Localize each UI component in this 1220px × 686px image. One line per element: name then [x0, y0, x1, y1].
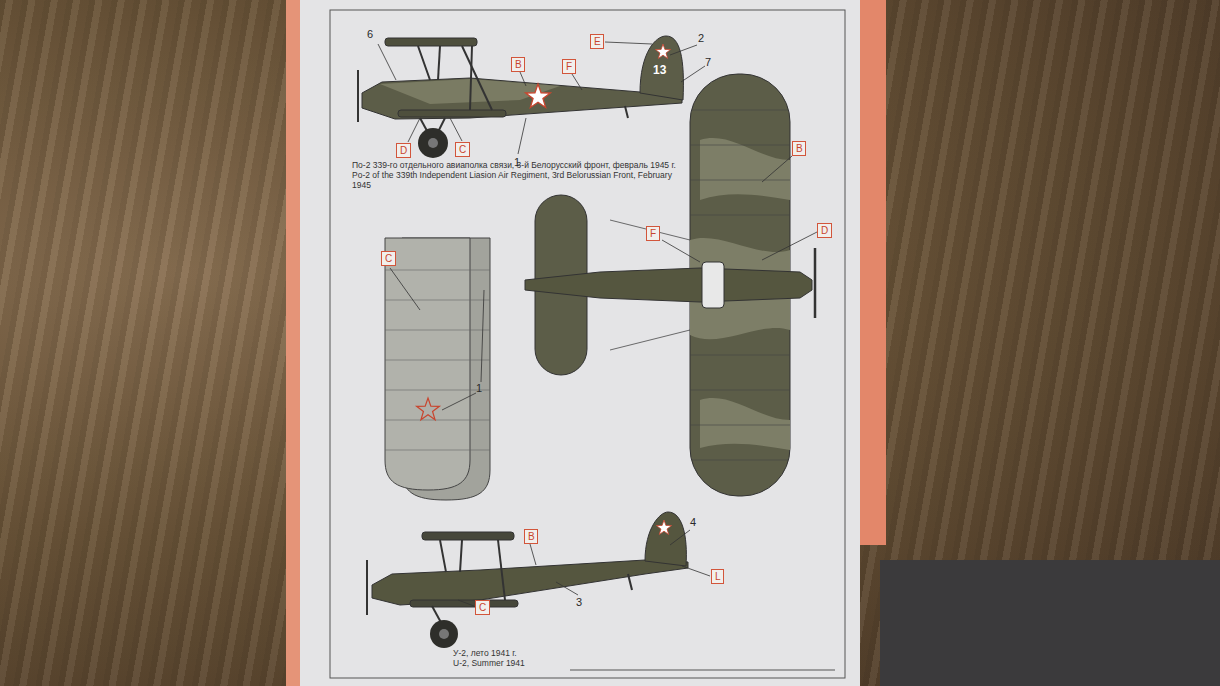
callout-number: 3 [576, 596, 582, 608]
callout-letter: L [715, 571, 720, 582]
color-callout: F [562, 59, 576, 74]
side-view-1945 [358, 36, 683, 158]
callout-letter: C [385, 253, 392, 264]
callout-letter: F [650, 228, 656, 239]
color-callout: F [646, 226, 660, 241]
callout-letter: E [594, 36, 600, 47]
paper-sheet [300, 0, 860, 686]
callout-number: 6 [367, 28, 373, 40]
color-callout: C [455, 142, 470, 157]
caption-text: Po-2 of the 339th Independent Liasion Ai… [352, 170, 687, 190]
callout-letter: B [528, 531, 534, 542]
callout-letter: F [566, 61, 572, 72]
callout-number: 13 [653, 64, 666, 76]
color-callout: B [524, 529, 538, 544]
callout-number: 4 [690, 516, 696, 528]
color-callout: L [711, 569, 724, 584]
callout-letter: B [796, 143, 802, 154]
color-callout: D [396, 143, 411, 158]
color-callout: B [511, 57, 525, 72]
callout-letter: C [479, 602, 486, 613]
callout-number: 7 [705, 56, 711, 68]
cloth [880, 560, 1220, 686]
callout-number: 2 [698, 32, 704, 44]
underside-view [385, 238, 490, 500]
color-callout: E [590, 34, 604, 49]
callout-letter: B [515, 59, 521, 70]
color-callout: C [381, 251, 396, 266]
sheet-border [330, 10, 845, 678]
callout-letter: D [821, 225, 828, 236]
color-callout: B [792, 141, 806, 156]
caption-group: У-2, лето 1941 г.U-2, Summer 1941 [453, 648, 693, 668]
color-callout: D [817, 223, 832, 238]
plan-view [525, 74, 815, 496]
callout-number: 1 [514, 156, 520, 168]
caption-text: У-2, лето 1941 г. [453, 648, 693, 658]
rule [570, 670, 835, 671]
callout-letter: D [400, 145, 407, 156]
side-view-1941 [367, 512, 688, 648]
callout-number: 1 [476, 382, 482, 394]
color-callout: C [475, 600, 490, 615]
caption-text: U-2, Summer 1941 [453, 658, 693, 668]
leader-lines [378, 42, 817, 606]
callout-letter: C [459, 144, 466, 155]
